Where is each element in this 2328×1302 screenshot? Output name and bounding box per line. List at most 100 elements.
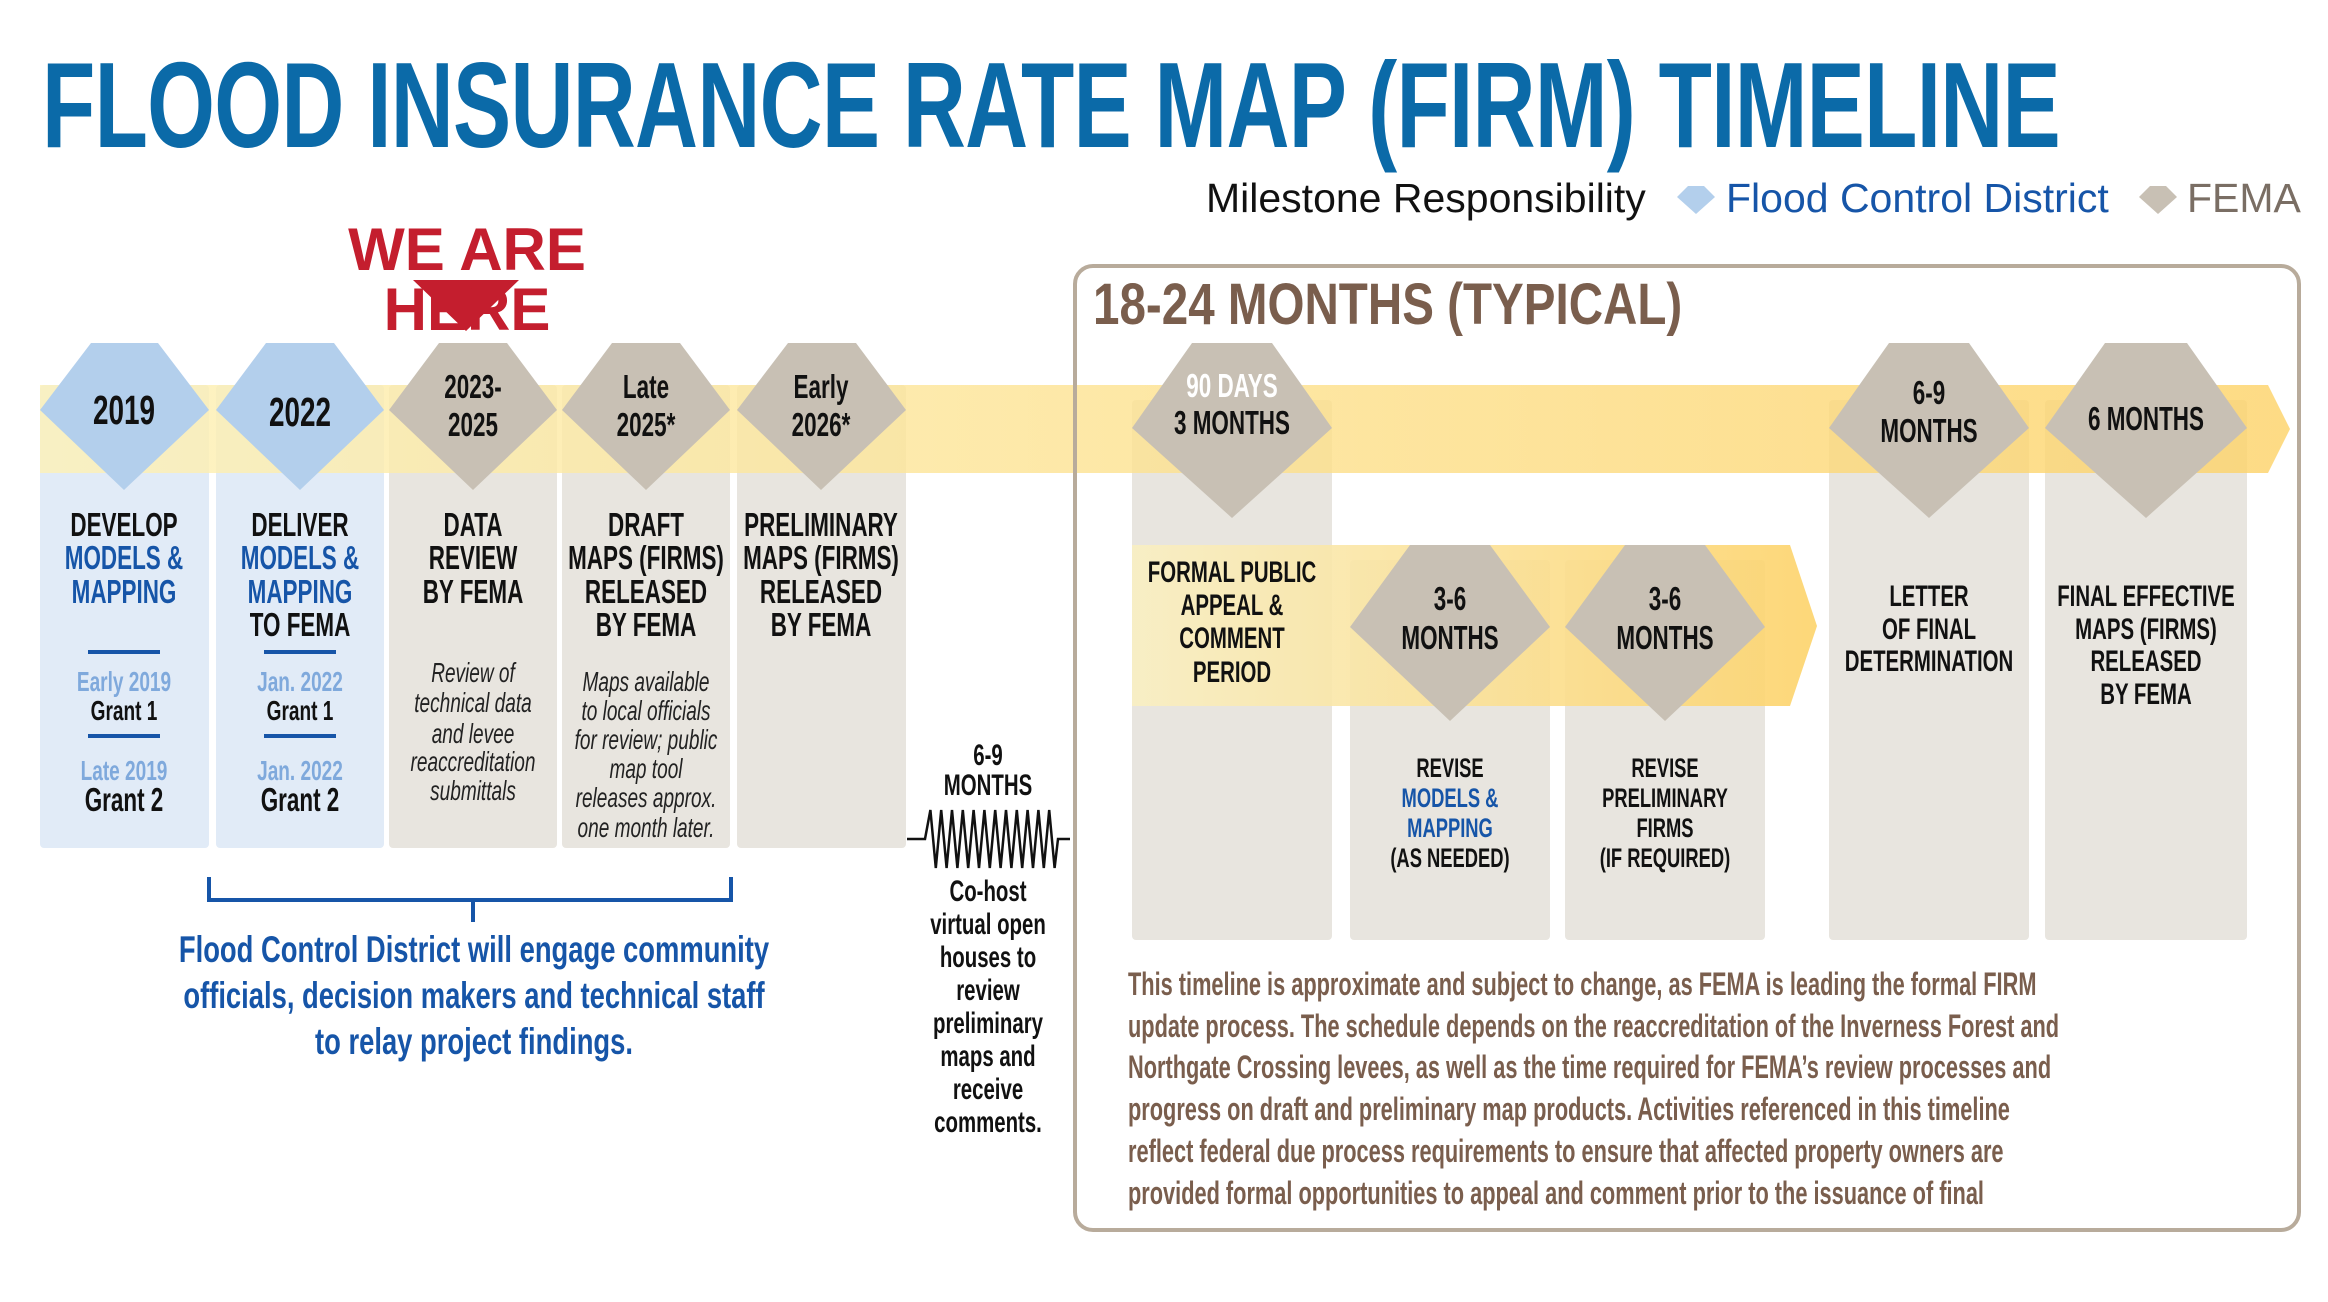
step-label: MODELS & — [64, 539, 184, 576]
step-note: releases approx. — [575, 782, 717, 813]
step-label: MAPPING — [1407, 813, 1493, 843]
disclaimer-line: progress on draft and preliminary map pr… — [1128, 1091, 2010, 1127]
milestone-2022-district-icon — [216, 343, 384, 490]
step-note: technical data — [414, 687, 532, 718]
step-label: MODELS & — [1401, 783, 1499, 813]
milestone-date: 2025 — [448, 406, 498, 443]
column-early-2026 — [737, 385, 906, 848]
milestone-date: 2019 — [92, 387, 156, 433]
step-label: MAPPING — [71, 573, 177, 610]
column-2019 — [40, 385, 209, 848]
step-label: BY FEMA — [595, 606, 697, 643]
step-label: MAPS (FIRMS) — [743, 539, 899, 576]
grant-name: Grant 2 — [260, 781, 340, 818]
step-label: DRAFT — [607, 506, 685, 543]
step-label: DETERMINATION — [1844, 645, 2014, 678]
time-gap-zigzag-icon — [907, 809, 1070, 869]
gap-text: review — [956, 974, 1020, 1007]
engagement-text: Flood Control District will engage commu… — [178, 929, 770, 970]
step-note: submittals — [430, 775, 516, 806]
disclaimer-line: This timeline is approximate and subject… — [1128, 966, 2037, 1002]
step-duration: 3 MONTHS — [1174, 404, 1290, 441]
step-label: MODELS & — [240, 539, 360, 576]
step-duration: 6 MONTHS — [2088, 400, 2204, 437]
step-label: BY FEMA — [2100, 678, 2192, 711]
step-label: COMMENT — [1179, 622, 1285, 655]
milestone-date: 2026* — [791, 406, 851, 443]
gap-text: virtual open — [930, 908, 1046, 941]
milestone-2019-district-icon — [40, 343, 209, 490]
phase2-title: 18-24 MONTHS (TYPICAL) — [1093, 272, 1683, 337]
milestone-2023-fema-icon — [389, 343, 557, 490]
milestone-date: 2022 — [268, 389, 332, 435]
step-label: PRELIMINARY — [744, 506, 898, 543]
step-duration: MONTHS — [1616, 619, 1714, 656]
legend-label: Milestone Responsibility — [1206, 175, 1646, 221]
step-label: (AS NEEDED) — [1390, 843, 1510, 873]
grant-name: Grant 1 — [90, 695, 158, 726]
step-label: PERIOD — [1192, 656, 1272, 689]
step-label: TO FEMA — [249, 606, 351, 643]
step-note: reaccreditation — [410, 746, 536, 777]
step-label: FORMAL PUBLIC — [1147, 556, 1317, 589]
step-label: BY FEMA — [422, 573, 524, 610]
step-label: REVISE — [1416, 753, 1484, 783]
grant-date: Late 2019 — [80, 755, 168, 786]
engagement-text: officials, decision makers and technical… — [183, 975, 765, 1016]
step-label: (IF REQUIRED) — [1599, 843, 1731, 873]
legend-item-fema: FEMA — [2187, 175, 2301, 221]
gap-duration: MONTHS — [943, 769, 1033, 802]
column-lfd — [1829, 400, 2029, 940]
step-label: APPEAL & — [1180, 589, 1284, 622]
step-label: DATA — [443, 506, 503, 543]
step-label: MAPS (FIRMS) — [2075, 613, 2217, 646]
legend-fema-diamond-icon — [2139, 186, 2177, 214]
milestone-90-days-icon — [1132, 343, 1332, 518]
column-final — [2045, 400, 2247, 940]
grant-date: Jan. 2022 — [257, 755, 343, 786]
step-label: DELIVER — [251, 506, 349, 543]
gap-text: maps and — [940, 1040, 1036, 1073]
step-label: RELEASED — [2090, 645, 2202, 678]
step-label: BY FEMA — [770, 606, 872, 643]
step-note: Maps available — [582, 666, 710, 697]
milestone-date: 2025* — [616, 406, 676, 443]
gap-duration: 6-9 — [973, 739, 1003, 772]
step-note: and levee — [431, 718, 515, 749]
milestone-date: Early — [793, 368, 849, 405]
step-label: MAPPING — [247, 573, 353, 610]
divider — [264, 734, 336, 738]
column-late-2025 — [562, 385, 730, 848]
step-label: RELEASED — [584, 573, 708, 610]
disclaimer-line: Northgate Crossing levees, as well as th… — [1128, 1049, 2052, 1085]
step-duration: MONTHS — [1880, 412, 1978, 449]
legend-district-diamond-icon — [1677, 186, 1715, 214]
milestone-6-9-icon — [1829, 343, 2029, 518]
gap-text: receive — [952, 1073, 1024, 1106]
step-note: to local officials — [581, 695, 711, 726]
step-label: RELEASED — [759, 573, 883, 610]
divider — [264, 650, 336, 654]
step-label: FIRMS — [1636, 813, 1694, 843]
legend-item-district: Flood Control District — [1726, 175, 2109, 221]
page-title: FLOOD INSURANCE RATE MAP (FIRM) TIMELINE — [42, 37, 2061, 173]
divider — [88, 650, 160, 654]
grant-date: Early 2019 — [76, 666, 172, 697]
milestone-3-6-models-icon — [1350, 545, 1550, 721]
we-are-here-pointer-icon — [413, 280, 519, 331]
divider — [88, 734, 160, 738]
gap-text: comments. — [934, 1106, 1042, 1139]
gap-text: Co-host — [949, 875, 1027, 908]
step-label: PRELIMINARY — [1602, 783, 1728, 813]
step-label: REVISE — [1631, 753, 1699, 783]
milestone-date: 2023- — [444, 368, 502, 405]
engagement-text: to relay project findings. — [315, 1021, 633, 1062]
disclaimer-line: reflect federal due process requirements… — [1128, 1133, 2004, 1169]
step-duration: MONTHS — [1401, 619, 1499, 656]
milestone-early-2026-fema-icon — [737, 343, 906, 490]
step-label: FINAL EFFECTIVE — [2057, 580, 2235, 613]
step-label: MAPS (FIRMS) — [568, 539, 724, 576]
step-note: for review; public — [574, 724, 718, 755]
column-2022 — [216, 385, 384, 848]
engagement-bracket — [207, 877, 733, 902]
